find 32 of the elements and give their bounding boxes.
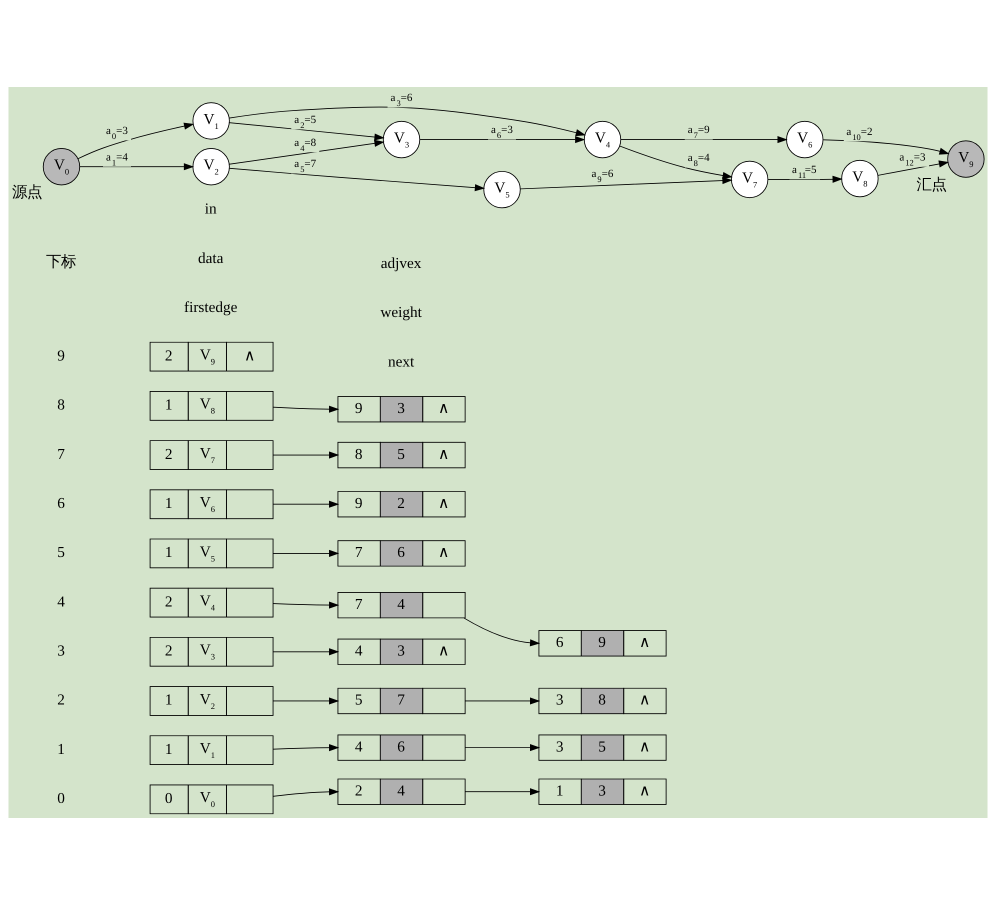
edge-label: a$_{7}$=9 bbox=[688, 124, 710, 140]
label: 6 bbox=[57, 494, 65, 512]
label: 下标 bbox=[46, 252, 76, 270]
edge-label: a$_{10}$=2 bbox=[846, 125, 872, 142]
label: 9 bbox=[57, 346, 65, 364]
label: 5 bbox=[57, 544, 65, 561]
label: next bbox=[388, 352, 414, 370]
label: 2 bbox=[57, 691, 65, 708]
edge-label: a$_{12}$=3 bbox=[899, 150, 926, 167]
label: weight bbox=[380, 304, 422, 321]
label: 7 bbox=[57, 445, 65, 462]
edge-label: a$_{0}$=3 bbox=[106, 124, 128, 140]
edge-label: a$_{9}$=6 bbox=[591, 168, 614, 184]
label: 1 bbox=[57, 740, 65, 758]
edge-label: a$_{2}$=5 bbox=[294, 113, 316, 130]
edge-label: a$_{1}$=4 bbox=[106, 150, 128, 167]
label: adjvex bbox=[380, 254, 422, 272]
edge-label: a$_{5}$=7 bbox=[294, 158, 316, 174]
edge-label: a$_{11}$=5 bbox=[792, 163, 817, 180]
node-label: 源点 bbox=[12, 184, 42, 201]
edge-label: a$_{3}$=6 bbox=[390, 91, 412, 108]
label: 8 bbox=[57, 396, 65, 414]
label: 0 bbox=[57, 790, 65, 807]
label: 3 bbox=[57, 642, 65, 660]
label: data bbox=[198, 249, 224, 266]
edge-label: a$_{6}$=3 bbox=[491, 124, 513, 140]
label: firstedge bbox=[184, 298, 238, 316]
node-label: 汇点 bbox=[916, 176, 946, 194]
label: in bbox=[204, 200, 217, 218]
label: 4 bbox=[57, 592, 65, 610]
edge-label: a$_{4}$=8 bbox=[294, 136, 316, 152]
edge-label: a$_{8}$=4 bbox=[688, 152, 710, 168]
